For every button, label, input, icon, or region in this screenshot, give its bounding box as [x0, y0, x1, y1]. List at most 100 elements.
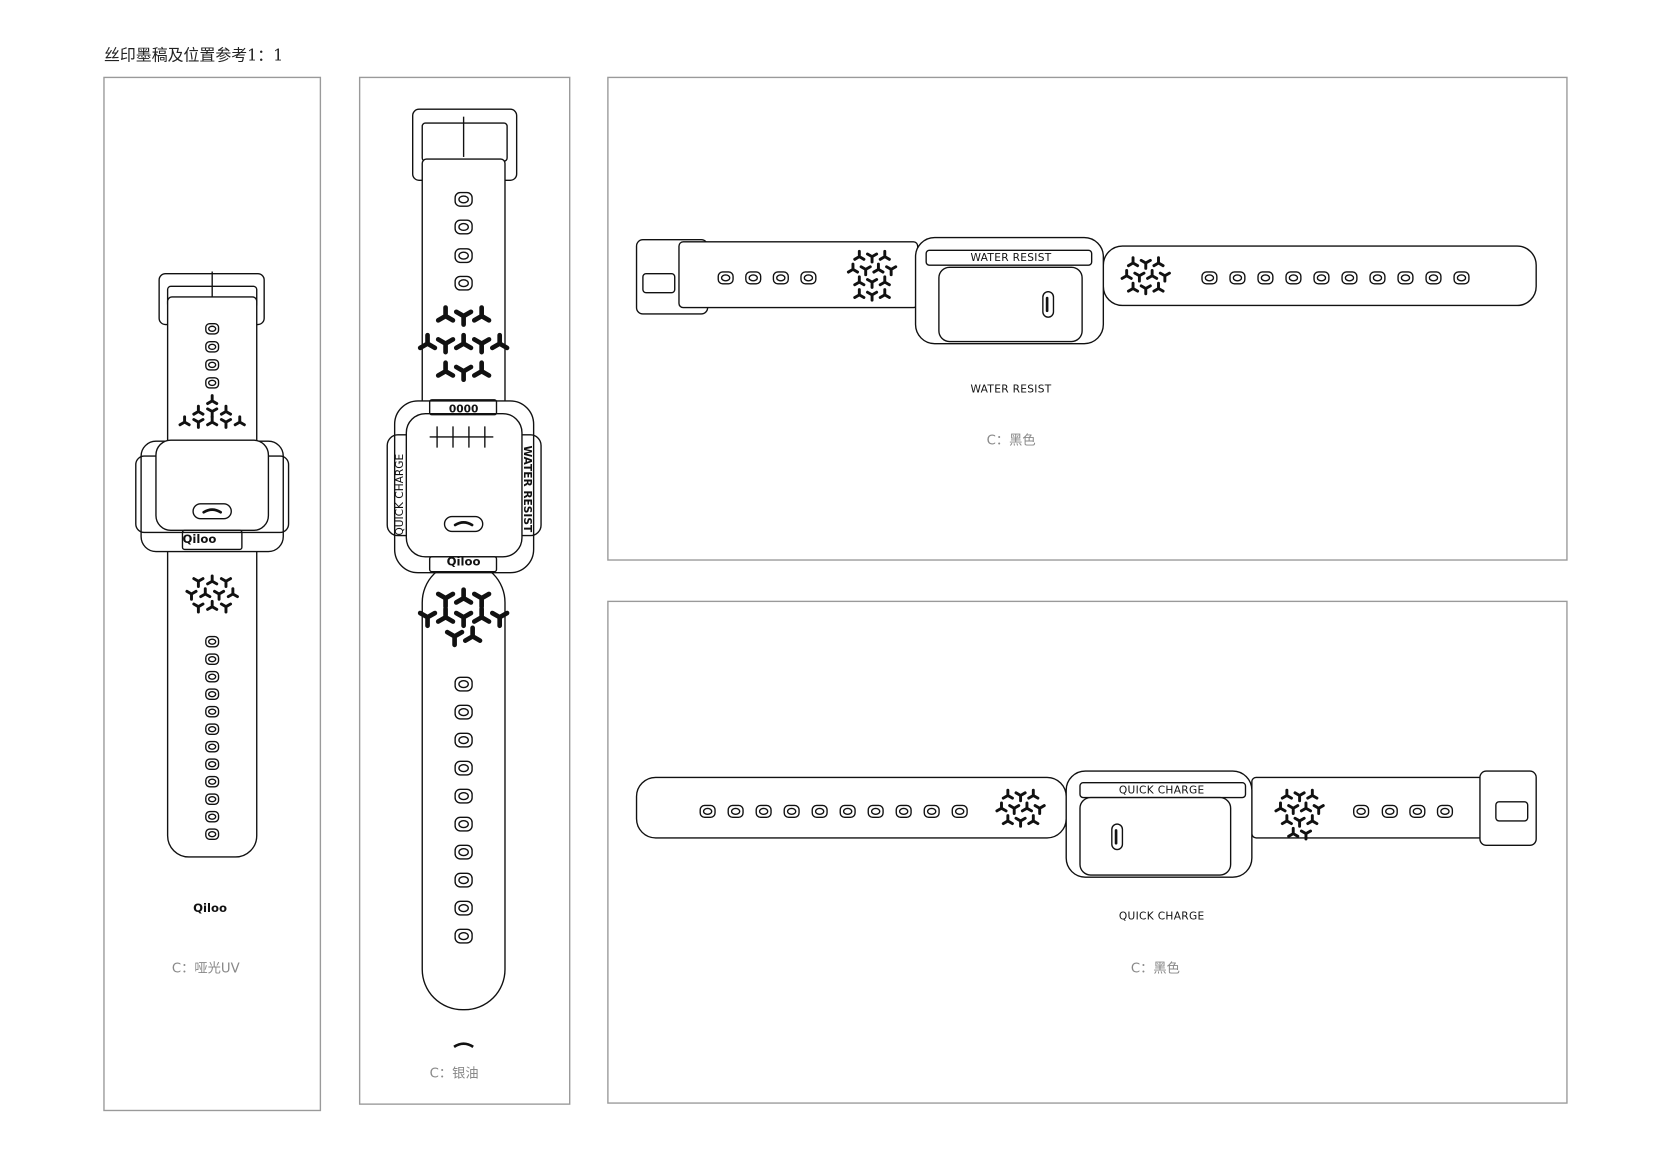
- trefoil-vent: [1287, 804, 1300, 815]
- strap-hole: [454, 275, 473, 291]
- strap-hole: [1257, 271, 1274, 285]
- strap-hole: [205, 653, 220, 665]
- trefoil-vent: [866, 290, 879, 302]
- trefoil-vent: [192, 418, 205, 429]
- strap-hole: [454, 219, 473, 235]
- strap-hole: [951, 804, 968, 819]
- trefoil-vent: [878, 275, 891, 287]
- phone-icon: [453, 521, 474, 527]
- trefoil-vent: [435, 360, 456, 378]
- trefoil-shape: [489, 332, 510, 351]
- strap-hole-inner: [1204, 274, 1215, 282]
- trefoil-vent: [1120, 269, 1133, 280]
- strap-hole: [205, 723, 220, 735]
- trefoil-shape: [226, 587, 239, 599]
- strap-hole: [1425, 271, 1442, 285]
- trefoil-vent: [853, 288, 866, 299]
- trefoil-vent: [471, 305, 492, 323]
- trefoil-shape: [489, 610, 510, 629]
- phone-icon: [202, 508, 222, 514]
- strap-hole-inner: [1428, 274, 1439, 282]
- trefoil-shape: [435, 337, 456, 355]
- trefoil-shape: [1033, 804, 1046, 815]
- trefoil-vent: [219, 602, 233, 614]
- trefoil-vent: [444, 629, 465, 648]
- trefoil-vent: [1139, 284, 1152, 296]
- trefoil-shape: [1274, 801, 1287, 813]
- trefoil-shape: [471, 606, 492, 624]
- case-logo: Qiloo: [182, 532, 216, 546]
- trefoil-vent: [453, 587, 474, 605]
- trefoil-shape: [192, 577, 205, 588]
- trefoil-vent: [1306, 814, 1319, 826]
- trefoil-shape: [206, 415, 219, 427]
- trefoil-vent: [859, 265, 872, 277]
- strap-hole: [205, 341, 220, 353]
- trefoil-shape: [1287, 804, 1300, 815]
- trefoil-shape: [853, 249, 866, 261]
- strap-hole-inner: [207, 760, 217, 768]
- trefoil-vent: [1299, 801, 1313, 813]
- trefoil-shape: [878, 275, 891, 287]
- trefoil-shape: [846, 262, 860, 274]
- trefoil-shape: [1027, 814, 1040, 826]
- strap-hole-inner: [207, 690, 217, 698]
- strap-hole-inner: [786, 807, 797, 816]
- strap-hole-inner: [702, 807, 713, 816]
- trefoil-shape: [462, 625, 483, 643]
- strap-hole: [205, 758, 220, 770]
- strap-hole-inner: [458, 251, 469, 260]
- strap-hole-inner: [207, 813, 217, 820]
- strap-hole: [454, 191, 473, 207]
- trefoil-shape: [866, 290, 879, 302]
- strap-hole: [1369, 271, 1386, 285]
- trefoil-shape: [199, 587, 212, 599]
- strap-hole: [205, 688, 220, 700]
- trefoil-shape: [1126, 256, 1140, 268]
- trefoil-vent: [872, 262, 885, 274]
- trefoil-vent: [1152, 281, 1165, 293]
- trefoil-shape: [178, 415, 191, 427]
- strap-hole-inner: [1385, 807, 1395, 816]
- trefoil-vent: [226, 587, 239, 599]
- strap-hole: [205, 828, 220, 840]
- trefoil-shape: [206, 599, 219, 611]
- trefoil-vent: [1299, 829, 1313, 841]
- trefoil-vent: [213, 589, 226, 601]
- strap-hole-inner: [207, 830, 217, 838]
- strap-hole: [1341, 271, 1358, 285]
- trefoil-vent: [1139, 258, 1152, 270]
- trefoil-shape: [417, 610, 438, 629]
- screen-marks: [429, 426, 494, 448]
- side-print-left: QUICK CHARGE: [394, 454, 406, 536]
- trefoil-vent: [471, 360, 492, 378]
- caption: WATER RESIST: [970, 383, 1051, 395]
- trefoil-vent: [1126, 256, 1140, 268]
- trefoil-vent: [1027, 788, 1040, 800]
- trefoil-vent: [206, 574, 219, 586]
- strap-hole: [699, 804, 716, 819]
- strap-hole-inner: [207, 778, 217, 785]
- trefoil-shape: [1014, 816, 1027, 828]
- trefoil-vent: [1152, 256, 1165, 268]
- strap-hole: [454, 676, 473, 692]
- trefoil-shape: [885, 265, 898, 277]
- trefoil-shape: [471, 305, 492, 323]
- trefoil-shape: [206, 394, 219, 406]
- trefoil-shape: [213, 589, 226, 601]
- top-plate: [428, 399, 498, 416]
- strap-hole: [205, 810, 220, 823]
- trefoil-shape: [1299, 801, 1313, 813]
- strap-hole-inner: [720, 274, 731, 282]
- strap-hole-inner: [458, 708, 469, 717]
- trefoil-vent: [462, 625, 483, 643]
- trefoil-shape: [1020, 801, 1034, 813]
- trefoil-vent: [878, 288, 891, 299]
- trefoil-vent: [1274, 801, 1287, 813]
- strap-hole: [1201, 271, 1218, 285]
- strap-hole: [454, 872, 473, 888]
- trefoil-shape: [219, 418, 233, 429]
- screen: [1079, 796, 1232, 876]
- trefoil-shape: [1152, 256, 1165, 268]
- strap-hole: [783, 804, 800, 819]
